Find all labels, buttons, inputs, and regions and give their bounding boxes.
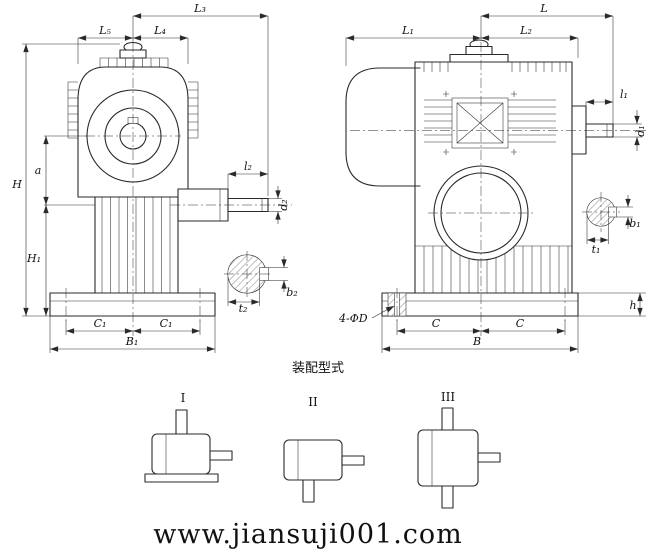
- window-inner: [456, 102, 504, 144]
- dim-c1-left-label: C₁: [94, 317, 107, 330]
- variant-3-top-shaft: [441, 407, 454, 431]
- dim-h-label: H: [11, 178, 22, 191]
- bearing-cap: [571, 105, 587, 155]
- front-base-outline: [49, 292, 216, 317]
- dim-a-label: a: [35, 164, 42, 177]
- assembly-section: 装配型式 I II III: [144, 361, 501, 509]
- front-view: L₃ L₅ L₄ H a H₁ C₁ C₁ B₁ l₂ d₂ t₂ b₂: [11, 2, 298, 353]
- assembly-variant-2: II: [283, 395, 365, 503]
- side-breather-cap: [465, 39, 493, 56]
- variant-3-right-shaft: [477, 452, 501, 463]
- watermark-text: www.jiansuji001.com: [153, 519, 463, 550]
- assembly-variant-1: I: [144, 391, 233, 483]
- assembly-variant-3: III: [417, 390, 501, 509]
- variant-1-base: [144, 473, 219, 483]
- dim-b1-label: B₁: [125, 335, 139, 348]
- dim-b2-label: b₂: [286, 286, 297, 299]
- window-outer: [451, 97, 509, 149]
- front-bolt-centerlines: [65, 288, 201, 321]
- dim-h-base-label: h: [629, 299, 636, 312]
- holes-leader: [371, 305, 395, 319]
- side-top-plinth: [449, 53, 509, 63]
- section-crosshair: [224, 251, 272, 297]
- assembly-heading: 装配型式: [292, 361, 344, 376]
- front-right-fins: [188, 81, 199, 139]
- front-extension-lines: [22, 16, 288, 353]
- side-inspection-window: [443, 91, 517, 155]
- dim-h1-label: H₁: [26, 252, 41, 265]
- side-base: [381, 288, 579, 321]
- dim-b-label: B: [472, 335, 481, 348]
- dim-l5-label: L₅: [98, 24, 111, 37]
- dim-d1-label: d₁: [634, 125, 647, 136]
- dim-L-label: L: [539, 2, 547, 15]
- variant-2-right-shaft: [341, 455, 365, 466]
- variant-1-label: I: [181, 391, 186, 405]
- dim-b1-label: b₁: [629, 217, 640, 230]
- dim-L2-label: L₂: [519, 24, 532, 37]
- variant-2-body: [283, 439, 343, 481]
- side-view: L L₁ L₂ l₁ d₁ b₁ t₁ 4-ΦD C C B h: [338, 2, 647, 353]
- side-left-housing: [345, 67, 421, 187]
- window-bolt-marks: [443, 91, 517, 155]
- side-dimensions: L L₁ L₂ l₁ d₁ b₁ t₁ 4-ΦD C C B h: [338, 2, 647, 353]
- dim-c-right-label: C: [516, 317, 525, 330]
- front-housing-outline: [77, 66, 189, 198]
- dim-l4-label: L₄: [153, 24, 166, 37]
- dim-l1-label: l₁: [620, 88, 628, 101]
- dim-c-left-label: C: [432, 317, 441, 330]
- dim-t2-label: t₂: [239, 302, 248, 315]
- side-body-outline: [414, 61, 573, 294]
- side-extension-lines: [345, 16, 646, 353]
- front-body-fins: [101, 197, 171, 293]
- side-shaft-section: [582, 192, 620, 232]
- dim-d2-label: d₂: [277, 199, 290, 210]
- variant-2-label: II: [308, 395, 318, 409]
- side-horizontal-fins: [424, 99, 556, 143]
- side-input-shaft: [571, 105, 614, 155]
- variant-1-body: [151, 433, 211, 475]
- front-left-fins: [67, 81, 78, 139]
- dim-c1-right-label: C₁: [160, 317, 173, 330]
- dim-L1-label: L₁: [401, 24, 414, 37]
- front-body-outline: [94, 196, 179, 294]
- dim-t1-label: t₁: [592, 243, 601, 256]
- side-vertical-fins: [423, 246, 569, 293]
- window-diagonals: [456, 102, 504, 144]
- dim-l3-label: L₃: [193, 2, 206, 15]
- variant-3-body: [417, 429, 479, 487]
- breather-base: [465, 45, 493, 56]
- front-base: [49, 288, 216, 321]
- front-dimensions: L₃ L₅ L₄ H a H₁ C₁ C₁ B₁ l₂ d₂ t₂ b₂: [11, 2, 298, 353]
- mounting-holes-label: 4-ΦD: [338, 312, 368, 325]
- variant-2-bottom-shaft: [302, 479, 315, 503]
- variant-1-top-shaft: [175, 409, 188, 435]
- section-crosshair: [582, 192, 620, 232]
- variant-1-right-shaft: [209, 450, 233, 461]
- variant-3-label: III: [441, 390, 455, 404]
- dim-l2-label: l₂: [244, 160, 252, 173]
- front-shaft-section: [224, 251, 272, 297]
- variant-3-bottom-shaft: [441, 485, 454, 509]
- side-top-fins: [423, 62, 567, 72]
- side-base-outline: [381, 292, 579, 317]
- front-top-fins: [99, 57, 169, 67]
- side-bolt-centerlines: [396, 288, 566, 321]
